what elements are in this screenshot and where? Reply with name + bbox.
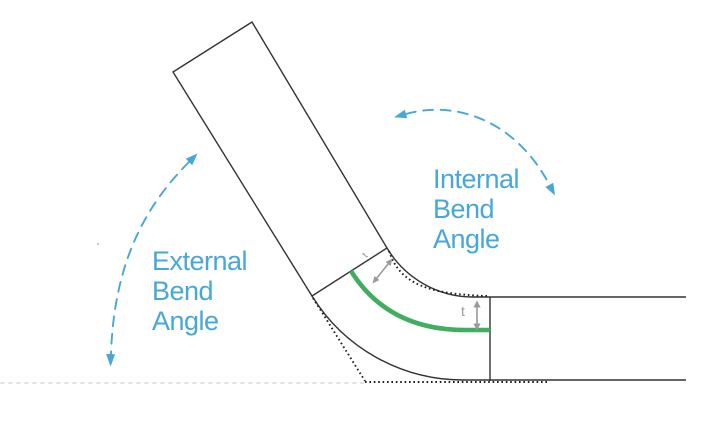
external-label-line-2: Bend [152, 276, 214, 306]
thickness-label-right: t [461, 303, 465, 319]
neutral-axis-arc [349, 269, 490, 333]
bend-inner-arc [386, 247, 474, 298]
internal-bend-angle-arrow [405, 108, 550, 185]
flat-extension-diagonal-dotted [312, 297, 366, 382]
internal-bend-angle-label: Internal Bend Angle [433, 164, 520, 254]
inner-radius-dotted-arc [388, 250, 488, 297]
thickness-arrowhead-sw-icon [372, 276, 380, 284]
internal-arrowhead-right-icon [545, 182, 555, 196]
internal-label-line-3: Angle [433, 224, 500, 254]
external-bend-angle-arrow [110, 161, 190, 355]
external-label-line-1: External [152, 246, 248, 276]
internal-label-line-2: Bend [433, 194, 495, 224]
internal-label-line-1: Internal [433, 164, 520, 194]
external-arrowhead-top-icon [185, 153, 198, 166]
external-arrowhead-bottom-icon [106, 354, 116, 367]
external-label-line-3: Angle [152, 306, 219, 336]
thickness-arrowhead-down-icon [473, 323, 481, 331]
external-bend-angle-label: External Bend Angle [152, 246, 248, 336]
faint-tick-mark [96, 242, 100, 246]
thickness-arrowhead-up-icon [473, 300, 481, 308]
internal-arrowhead-left-icon [394, 109, 408, 119]
bend-outer-arc [311, 295, 464, 381]
thickness-arrow-bend [375, 263, 390, 279]
thickness-arrowhead-ne-icon [385, 258, 393, 266]
